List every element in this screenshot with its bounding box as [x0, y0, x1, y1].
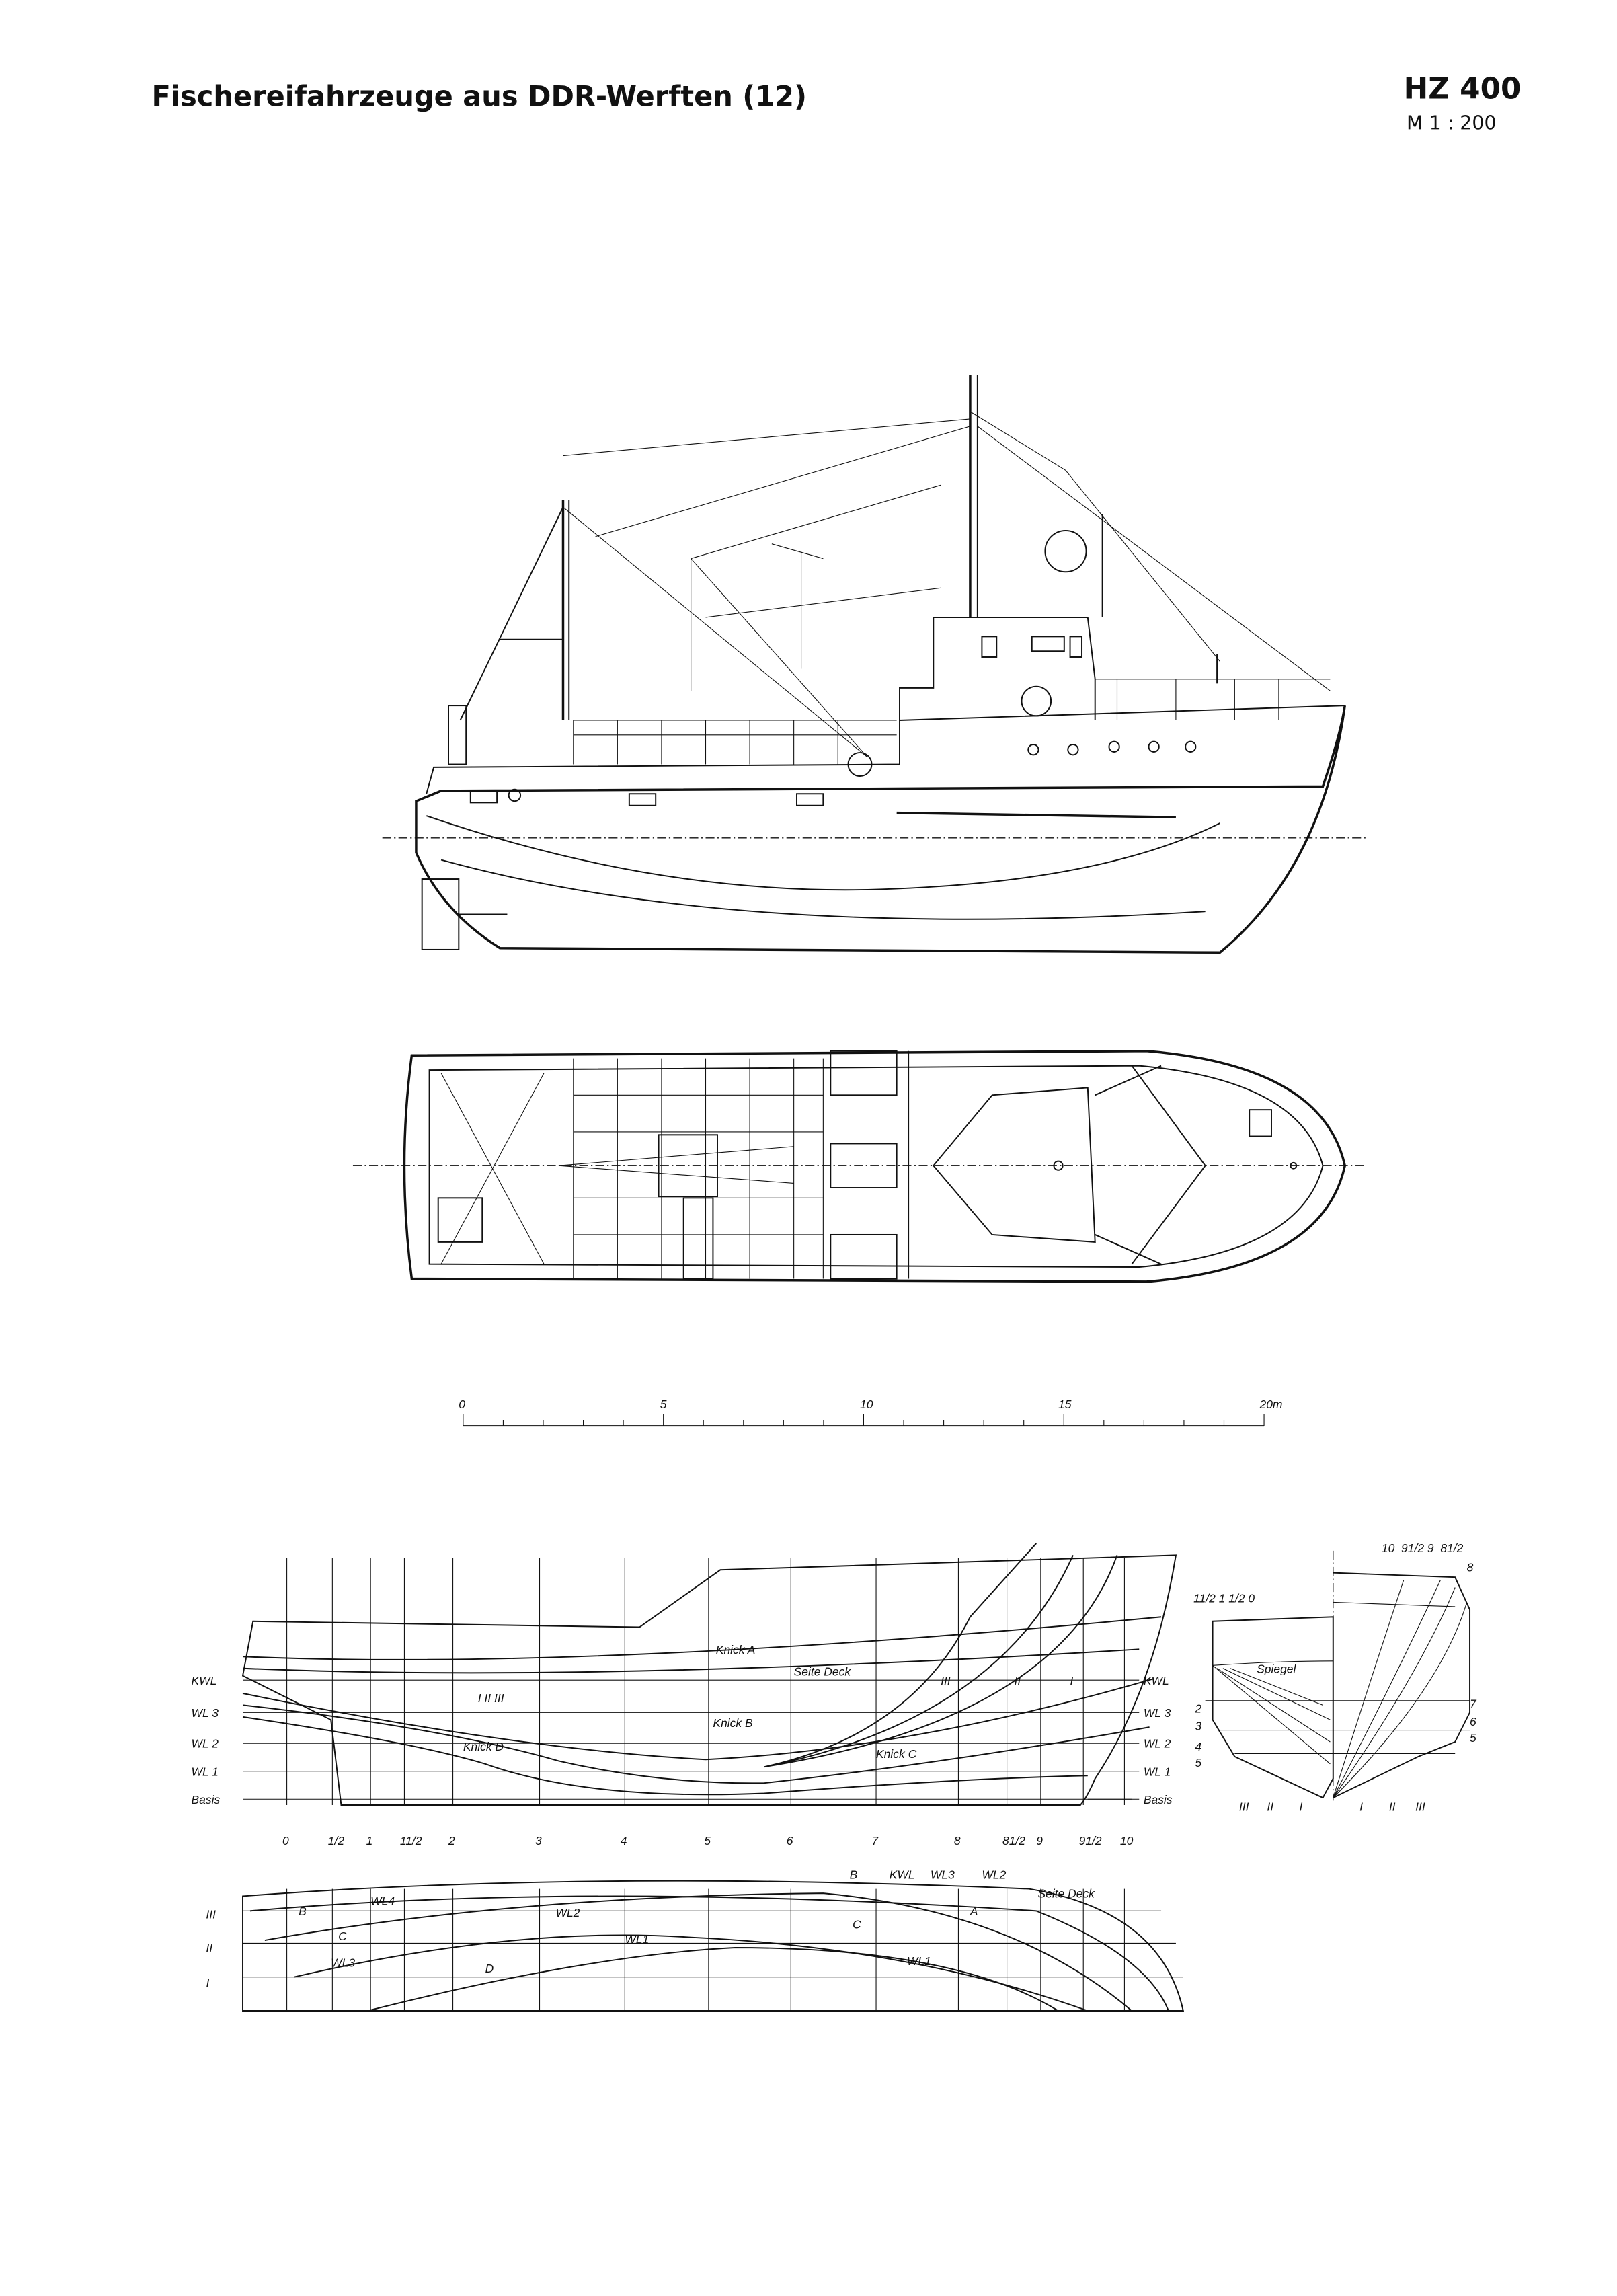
scale-label: 10 — [860, 1398, 873, 1411]
body-station-8: 8 — [1467, 1560, 1474, 1574]
sheet-title: Fischereifahrzeuge aus DDR-Werften (12) — [152, 79, 807, 112]
station-label: 6 — [787, 1834, 793, 1847]
body-waterline-label: 7 — [1470, 1697, 1477, 1711]
station-label: 3 — [535, 1834, 542, 1847]
station-label: 8 — [954, 1834, 961, 1847]
half-breadth-annotation: D — [485, 1962, 494, 1975]
body-waterline-label: 2 — [1194, 1701, 1201, 1715]
station-label: 9 — [1036, 1834, 1043, 1847]
lines-annotation: Knick D — [463, 1740, 504, 1753]
body-buttock-label: I — [1300, 1800, 1303, 1814]
half-breadth-annotation: WL1 — [907, 1954, 931, 1968]
half-breadth-annotation: KWL — [890, 1868, 915, 1881]
station-label: 10 — [1120, 1834, 1134, 1847]
half-breadth-annotation: B — [850, 1868, 858, 1881]
waterline-label-left: WL 2 — [192, 1737, 219, 1751]
station-label: 81/2 — [1002, 1834, 1025, 1847]
station-label: 1/2 — [328, 1834, 345, 1847]
lines-annotation: I — [1070, 1674, 1074, 1687]
body-buttock-label: III — [1415, 1800, 1425, 1814]
lines-annotation: III — [941, 1674, 951, 1687]
drawing-scale: M 1 : 200 — [1407, 112, 1496, 134]
waterline-label-left: Basis — [192, 1793, 221, 1806]
lines-annotation: Knick A — [716, 1643, 756, 1656]
station-label: 4 — [621, 1834, 627, 1847]
portholes — [1027, 740, 1197, 756]
body-buttock-label: II — [1389, 1800, 1396, 1814]
scale-label: 15 — [1058, 1398, 1072, 1411]
station-label: 11/2 — [400, 1834, 422, 1847]
body-transom-label: Spiegel — [1257, 1662, 1296, 1675]
lines-annotation: Seite Deck — [794, 1665, 852, 1679]
waterline-label-right: WL 1 — [1144, 1765, 1171, 1778]
scale-bar: 0 5 10 15 20m — [459, 1398, 1282, 1427]
lines-annotation: Knick C — [876, 1747, 917, 1761]
half-breadth-annotation: WL2 — [556, 1906, 580, 1919]
half-breadth-annotation: WL3 — [331, 1956, 355, 1969]
station-label: 2 — [448, 1834, 455, 1847]
body-plan: 11/2 1 1/2 0 10 91/2 9 81/2 8 Spiegel 2 3… — [1193, 1541, 1477, 1814]
scale-label: 5 — [660, 1398, 667, 1411]
body-waterline-label: 6 — [1470, 1715, 1476, 1728]
half-breadth-annotation: WL3 — [931, 1868, 955, 1881]
body-buttock-label: I — [1359, 1800, 1363, 1814]
lines-plan-profile: KWL WL 3 WL 2 WL 1 Basis KWL WL 3 WL 2 WL 1 Basi… — [192, 1543, 1177, 1847]
lines-annotation: II — [1014, 1674, 1021, 1687]
half-breadth-annotation: C — [853, 1918, 861, 1931]
body-waterline-label: 3 — [1195, 1720, 1201, 1733]
body-waterline-label: 4 — [1195, 1740, 1201, 1753]
station-label: 7 — [871, 1834, 879, 1847]
waterline-label-right: KWL — [1144, 1674, 1169, 1687]
deck-plan-view — [352, 1049, 1368, 1283]
type-code: HZ 400 — [1404, 71, 1522, 106]
waterline-label-left: KWL — [192, 1674, 217, 1687]
buttock-label: I — [206, 1977, 209, 1990]
side-profile-view — [382, 375, 1368, 954]
waterline-label-right: Basis — [1144, 1793, 1173, 1806]
station-label: 0 — [282, 1834, 289, 1847]
body-buttock-label: II — [1267, 1800, 1273, 1814]
half-breadth-annotation: C — [338, 1929, 347, 1943]
station-label: 1 — [366, 1834, 373, 1847]
waterline-label-right: WL 2 — [1144, 1737, 1171, 1751]
scale-label: 20m — [1259, 1398, 1282, 1411]
waterline-label-left: WL 1 — [192, 1765, 219, 1778]
waterline-label-left: WL 3 — [192, 1706, 219, 1720]
lines-annotation: I II III — [478, 1691, 504, 1705]
body-waterline-label: 5 — [1195, 1756, 1201, 1769]
station-label: 5 — [704, 1834, 711, 1847]
station-label: 91/2 — [1079, 1834, 1102, 1847]
half-breadth-annotation: Seite Deck — [1037, 1887, 1095, 1901]
body-waterline-label: 5 — [1470, 1731, 1476, 1745]
half-breadth-annotation: B — [299, 1905, 307, 1918]
buttock-label: III — [206, 1907, 216, 1921]
half-breadth-annotation: A — [970, 1905, 978, 1918]
body-fwd-stations: 10 91/2 9 81/2 — [1382, 1541, 1464, 1555]
body-buttock-label: III — [1239, 1800, 1249, 1814]
buttock-label: II — [206, 1942, 212, 1955]
waterline-label-right: WL 3 — [1144, 1706, 1171, 1720]
half-breadth-annotation: WL1 — [625, 1932, 649, 1946]
half-breadth-annotation: WL2 — [982, 1868, 1006, 1881]
body-aft-stations: 11/2 1 1/2 0 — [1193, 1591, 1255, 1605]
lines-annotation: Knick B — [713, 1716, 753, 1730]
scale-label: 0 — [459, 1398, 465, 1411]
half-breadth-annotation: WL4 — [370, 1895, 395, 1908]
